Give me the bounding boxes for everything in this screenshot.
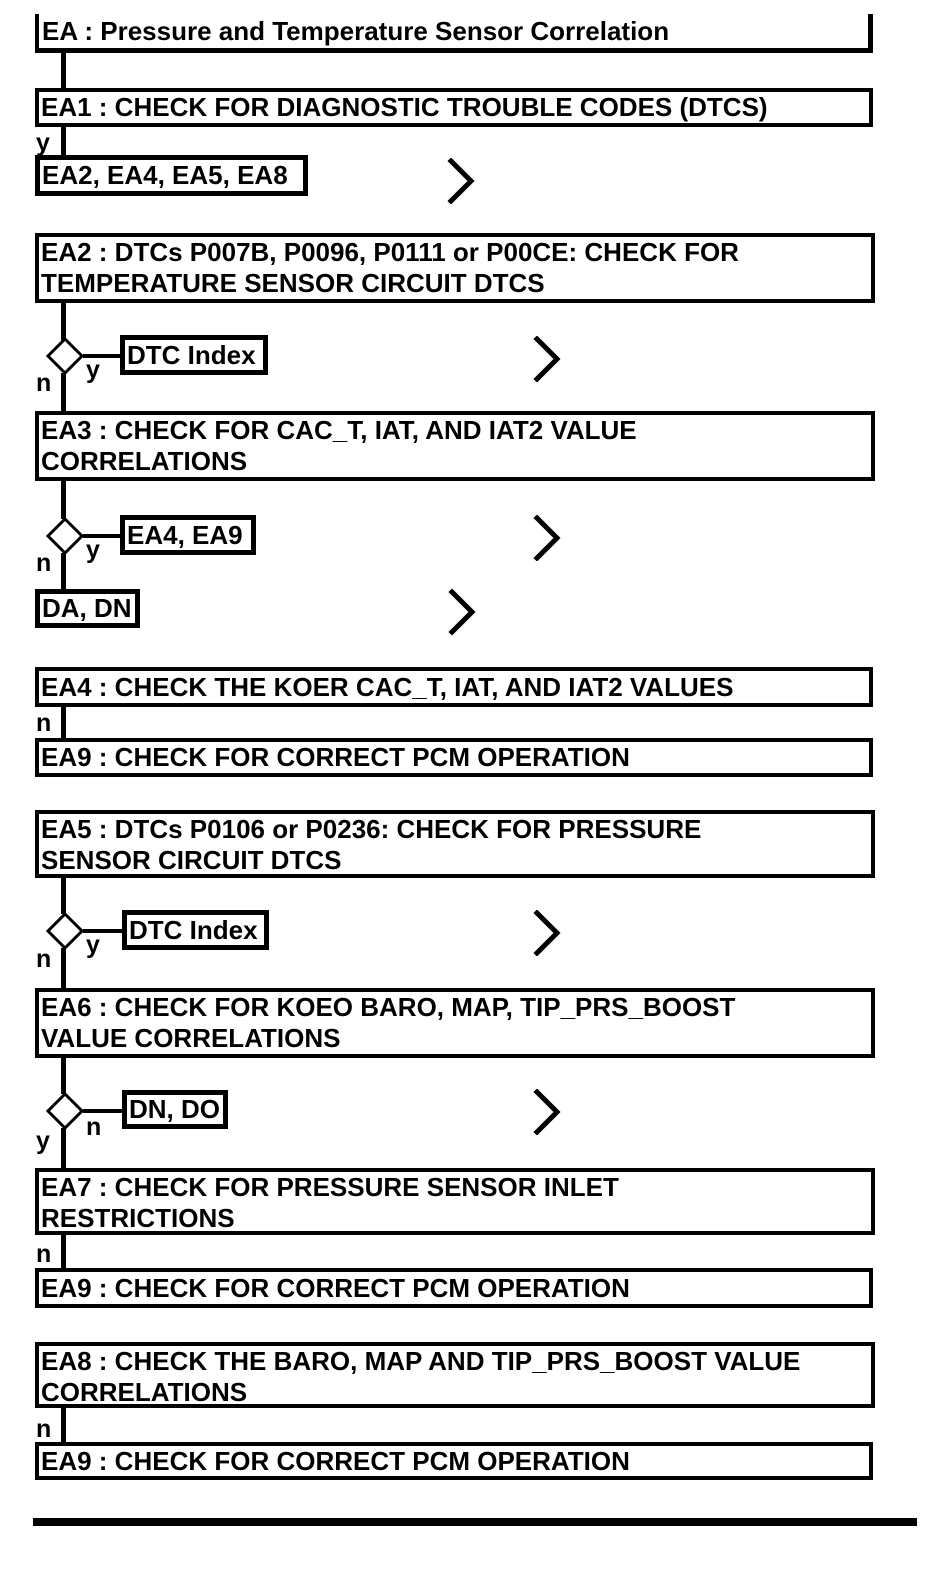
branch-label-yes: y	[86, 931, 100, 959]
jump-link-ea4-ea9[interactable]: EA4, EA9	[120, 515, 256, 555]
step-ea7-line2: RESTRICTIONS	[41, 1203, 235, 1233]
connector-line	[61, 50, 66, 90]
step-ea5-line2: SENSOR CIRCUIT DTCS	[41, 845, 342, 875]
step-ea5-box: EA5 : DTCs P0106 or P0236: CHECK FOR PRE…	[35, 810, 875, 878]
connector-line	[61, 1233, 66, 1270]
dtc-index-text: DTC Index	[127, 339, 256, 370]
step-ea8-line1: EA8 : CHECK THE BARO, MAP AND TIP_PRS_BO…	[41, 1346, 801, 1376]
step-ea2-line2: TEMPERATURE SENSOR CIRCUIT DTCS	[41, 268, 545, 298]
step-ea3-line1: EA3 : CHECK FOR CAC_T, IAT, AND IAT2 VAL…	[41, 415, 637, 445]
branch-label-no: n	[86, 1113, 102, 1141]
branch-label-no: n	[36, 945, 52, 973]
branch-label-no: n	[36, 1415, 52, 1443]
step-ea7-line1: EA7 : CHECK FOR PRESSURE SENSOR INLET	[41, 1172, 619, 1202]
connector-line	[61, 373, 66, 413]
connector-line	[61, 876, 66, 914]
chevron-right-icon[interactable]	[448, 589, 476, 635]
connector-line	[61, 553, 66, 590]
dtc-index-link[interactable]: DTC Index	[120, 335, 268, 375]
connector-line	[61, 125, 66, 157]
step-ea6-line2: VALUE CORRELATIONS	[41, 1023, 341, 1053]
step-ea9-text: EA9 : CHECK FOR CORRECT PCM OPERATION	[41, 1445, 630, 1476]
connector-line	[61, 705, 66, 740]
step-ea6-box: EA6 : CHECK FOR KOEO BARO, MAP, TIP_PRS_…	[35, 988, 875, 1058]
branch-label-yes: y	[86, 356, 100, 384]
step-ea5-line1: EA5 : DTCs P0106 or P0236: CHECK FOR PRE…	[41, 814, 702, 844]
chevron-right-icon[interactable]	[533, 910, 561, 956]
connector-line	[83, 1109, 122, 1113]
branch-label-no: n	[36, 1240, 52, 1268]
branch-label-yes: y	[36, 1127, 50, 1155]
jump-link-text: EA2, EA4, EA5, EA8	[42, 160, 288, 190]
step-ea1-text: EA1 : CHECK FOR DIAGNOSTIC TROUBLE CODES…	[41, 92, 768, 122]
jump-link-ea2-ea4-ea5-ea8[interactable]: EA2, EA4, EA5, EA8	[35, 155, 308, 196]
connector-line	[61, 1056, 66, 1094]
step-ea8-box: EA8 : CHECK THE BARO, MAP AND TIP_PRS_BO…	[35, 1342, 875, 1408]
step-ea3-line2: CORRELATIONS	[41, 446, 248, 476]
step-ea6-line1: EA6 : CHECK FOR KOEO BARO, MAP, TIP_PRS_…	[41, 992, 736, 1022]
step-ea2-line1: EA2 : DTCs P007B, P0096, P0111 or P00CE:…	[41, 237, 739, 267]
dtc-index-text: DTC Index	[129, 914, 258, 945]
branch-label-no: n	[36, 549, 52, 577]
step-ea9-text: EA9 : CHECK FOR CORRECT PCM OPERATION	[41, 742, 630, 772]
step-ea8-line2: CORRELATIONS	[41, 1377, 248, 1407]
step-ea9-box: EA9 : CHECK FOR CORRECT PCM OPERATION	[35, 1442, 873, 1480]
step-ea4-box: EA4 : CHECK THE KOER CAC_T, IAT, AND IAT…	[35, 667, 873, 707]
chevron-right-icon[interactable]	[533, 336, 561, 382]
connector-line	[83, 929, 122, 933]
connector-line	[83, 534, 120, 538]
decision-diamond	[46, 912, 84, 950]
jump-link-text: DA, DN	[42, 593, 132, 623]
decision-diamond	[46, 337, 84, 375]
jump-link-dn-do[interactable]: DN, DO	[122, 1090, 228, 1129]
dtc-index-link[interactable]: DTC Index	[122, 910, 269, 950]
flow-title-box: EA : Pressure and Temperature Sensor Cor…	[35, 14, 873, 53]
connector-line	[61, 1128, 66, 1170]
step-ea1-box: EA1 : CHECK FOR DIAGNOSTIC TROUBLE CODES…	[35, 88, 873, 127]
branch-label-yes: y	[86, 536, 100, 564]
step-ea9-box: EA9 : CHECK FOR CORRECT PCM OPERATION	[35, 738, 873, 777]
flow-title: EA : Pressure and Temperature Sensor Cor…	[42, 15, 670, 46]
step-ea4-text: EA4 : CHECK THE KOER CAC_T, IAT, AND IAT…	[41, 671, 734, 702]
decision-diamond	[46, 1092, 84, 1130]
step-ea9-text: EA9 : CHECK FOR CORRECT PCM OPERATION	[41, 1272, 630, 1303]
chevron-right-icon[interactable]	[447, 158, 475, 204]
connector-line	[61, 948, 66, 990]
chevron-right-icon[interactable]	[533, 1089, 561, 1135]
connector-line	[61, 479, 66, 519]
step-ea2-box: EA2 : DTCs P007B, P0096, P0111 or P00CE:…	[35, 233, 875, 303]
jump-link-text: DN, DO	[129, 1094, 220, 1124]
jump-link-da-dn[interactable]: DA, DN	[35, 589, 140, 628]
branch-label-no: n	[36, 709, 52, 737]
footer-divider	[33, 1518, 917, 1526]
step-ea9-box: EA9 : CHECK FOR CORRECT PCM OPERATION	[35, 1268, 873, 1308]
step-ea3-box: EA3 : CHECK FOR CAC_T, IAT, AND IAT2 VAL…	[35, 411, 875, 481]
connector-line	[61, 1406, 66, 1444]
step-ea7-box: EA7 : CHECK FOR PRESSURE SENSOR INLET RE…	[35, 1168, 875, 1235]
chevron-right-icon[interactable]	[533, 515, 561, 561]
jump-link-text: EA4, EA9	[127, 519, 243, 550]
branch-label-yes: y	[36, 129, 50, 157]
decision-diamond	[46, 517, 84, 555]
branch-label-no: n	[36, 369, 52, 397]
connector-line	[61, 301, 66, 341]
connector-line	[83, 354, 120, 358]
